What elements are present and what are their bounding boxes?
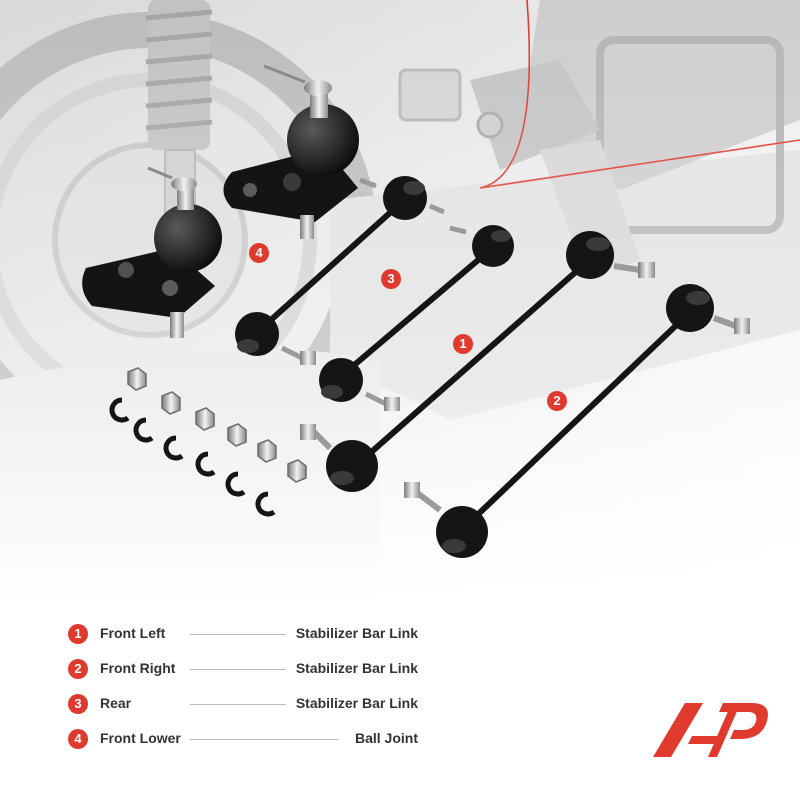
part-type: Stabilizer Bar Link [295, 660, 418, 676]
hardware-nut [127, 367, 307, 483]
leader-line [190, 634, 286, 635]
legend-badge: 2 [68, 659, 88, 679]
stabilizer-link [319, 225, 514, 411]
ball-joint [223, 64, 359, 239]
part-type: Stabilizer Bar Link [295, 625, 418, 641]
legend-badge: 1 [68, 624, 88, 644]
ball-joint [82, 166, 222, 338]
legend-badge: 3 [68, 694, 88, 714]
part-position: Front Left [100, 625, 166, 641]
leader-line [190, 704, 286, 705]
legend-row: 4 Front Lower Ball Joint [68, 725, 418, 760]
part-type: Ball Joint [354, 730, 418, 746]
callout-badge: 3 [381, 269, 401, 289]
stabilizer-link [300, 231, 655, 492]
brand-logo-icon [653, 703, 768, 757]
callout-badge: 1 [453, 334, 473, 354]
leader-line [190, 669, 286, 670]
legend-badge: 4 [68, 729, 88, 749]
hardware-washer [109, 397, 276, 517]
product-photo [0, 0, 800, 600]
part-position: Front Lower [100, 730, 181, 746]
callout-badge: 2 [547, 391, 567, 411]
stabilizer-link [404, 284, 750, 558]
legend-row: 3 Rear Stabilizer Bar Link [68, 690, 418, 725]
leader-line [190, 739, 338, 740]
legend-row: 1 Front Left Stabilizer Bar Link [68, 620, 418, 655]
stabilizer-link [235, 176, 445, 365]
legend-row: 2 Front Right Stabilizer Bar Link [68, 655, 418, 690]
callout-badge: 4 [249, 243, 269, 263]
part-position: Rear [100, 695, 132, 711]
part-position: Front Right [100, 660, 176, 676]
parts-legend: 1 Front Left Stabilizer Bar Link 2 Front… [68, 620, 418, 760]
part-type: Stabilizer Bar Link [295, 695, 418, 711]
